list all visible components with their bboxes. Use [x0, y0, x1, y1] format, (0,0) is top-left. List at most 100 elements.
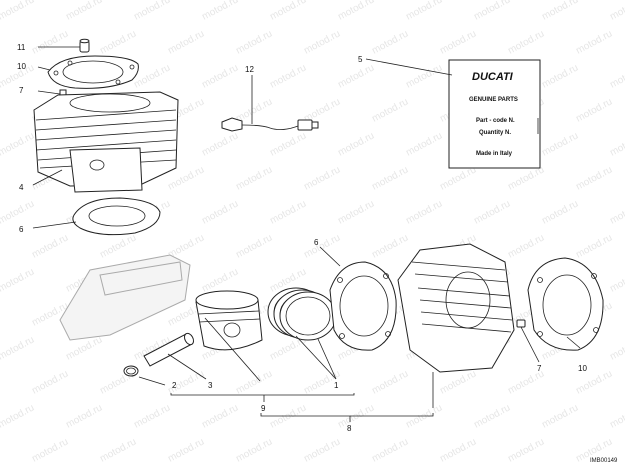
card-made-in: Made in Italy — [476, 151, 513, 157]
watermark-text: motod.ru — [166, 436, 206, 464]
watermark-text: motod.ru — [506, 232, 546, 260]
watermark-text: motod.ru — [472, 198, 512, 226]
watermark-text: motod.ru — [234, 164, 274, 192]
watermark-text: motod.ru — [370, 436, 410, 464]
watermark-text: motod.ru — [608, 402, 625, 430]
watermark-text: motod.ru — [98, 436, 138, 464]
watermark-text: motod.ru — [574, 28, 614, 56]
watermark-text: motod.ru — [200, 402, 240, 430]
callout-11: 11 — [17, 43, 26, 52]
watermark-text: motod.ru — [370, 96, 410, 124]
watermark-text: motod.ru — [506, 28, 546, 56]
callout-7-bottom: 7 — [537, 364, 542, 373]
watermark-text: motod.ru — [574, 164, 614, 192]
watermark-text: motod.ru — [234, 436, 274, 464]
watermark-text: motod.ru — [166, 28, 206, 56]
card-brand: DUCATI — [472, 71, 514, 83]
watermark-text: motod.ru — [608, 0, 625, 23]
watermark-text: motod.ru — [302, 436, 342, 464]
watermark-text: motod.ru — [336, 130, 376, 158]
watermark-text: motod.ru — [404, 0, 444, 23]
watermark-text: motod.ru — [608, 266, 625, 294]
watermark-text: motod.ru — [438, 164, 478, 192]
watermark-text: motod.ru — [336, 62, 376, 90]
callout-5: 5 — [358, 55, 363, 64]
exploded-parts — [123, 243, 604, 377]
watermark-text: motod.ru — [132, 402, 172, 430]
watermark-text: motod.ru — [370, 28, 410, 56]
watermark-text: motod.ru — [302, 164, 342, 192]
watermark-text: motod.ru — [574, 96, 614, 124]
watermark-text: motod.ru — [336, 0, 376, 23]
watermark-text: motod.ru — [64, 0, 104, 23]
callout-2: 2 — [172, 381, 177, 390]
watermark-text: motod.ru — [370, 164, 410, 192]
callout-12: 12 — [245, 65, 254, 74]
watermark-text: motod.ru — [0, 198, 36, 226]
watermark-text: motod.ru — [404, 198, 444, 226]
watermark-text: motod.ru — [608, 130, 625, 158]
card-part-code: Part - code N. — [476, 118, 515, 124]
watermark-text: motod.ru — [0, 266, 36, 294]
watermark-text: motod.ru — [336, 402, 376, 430]
watermark-text: motod.ru — [234, 28, 274, 56]
watermark-text: motod.ru — [0, 402, 36, 430]
leader-lines — [32, 46, 581, 422]
watermark-text: motod.ru — [608, 198, 625, 226]
callout-3: 3 — [208, 381, 213, 390]
watermark-text: motod.ru — [472, 402, 512, 430]
watermark-text: motod.ru — [540, 130, 580, 158]
watermark-text: motod.ru — [268, 198, 308, 226]
watermark-text: motod.ru — [30, 436, 70, 464]
watermark-text: motod.ru — [302, 232, 342, 260]
watermark-text: motod.ru — [0, 334, 36, 362]
watermark-text: motod.ru — [506, 436, 546, 464]
watermark-text: motod.ru — [234, 368, 274, 396]
watermark-text: motod.ru — [200, 62, 240, 90]
watermark-text: motod.ru — [370, 232, 410, 260]
watermark-text: motod.ru — [200, 0, 240, 23]
watermark-text: motod.ru — [132, 0, 172, 23]
diagram-code: IMB00149 — [590, 458, 618, 464]
watermark-text: motod.ru — [98, 28, 138, 56]
callout-1: 1 — [334, 381, 339, 390]
watermark-text: motod.ru — [64, 402, 104, 430]
watermark-text: motod.ru — [540, 62, 580, 90]
watermark-text: motod.ru — [234, 232, 274, 260]
watermark-text: motod.ru — [200, 266, 240, 294]
watermark-text: motod.ru — [506, 164, 546, 192]
callouts: 1 2 3 4 5 6 6 7 7 8 9 10 10 11 12 — [17, 43, 587, 433]
watermark-text: motod.ru — [370, 368, 410, 396]
watermark-text: motod.ru — [302, 28, 342, 56]
watermark-text: motod.ru — [336, 198, 376, 226]
watermark-text: motod.ru — [574, 232, 614, 260]
card-quantity: Quantity N. — [479, 130, 511, 136]
watermark-text: motod.ru — [404, 402, 444, 430]
watermark-text: motod.ru — [30, 28, 70, 56]
callout-10-top: 10 — [17, 62, 26, 71]
callout-10-bottom: 10 — [578, 364, 587, 373]
watermark-text: motod.ru — [268, 130, 308, 158]
watermark-text: motod.ru — [608, 62, 625, 90]
callout-4: 4 — [19, 183, 24, 192]
watermark-text: motod.ru — [30, 368, 70, 396]
genuine-parts-card: DUCATI GENUINE PARTS Part - code N. Quan… — [448, 59, 541, 169]
callout-6-top: 6 — [19, 225, 24, 234]
watermark-text: motod.ru — [404, 62, 444, 90]
watermark-text: motod.ru — [200, 130, 240, 158]
watermark-text: motod.ru — [98, 232, 138, 260]
watermark-text: motod.ru — [0, 0, 36, 23]
callout-6-bottom: 6 — [314, 238, 319, 247]
callout-7-top: 7 — [19, 86, 24, 95]
watermark-text: motod.ru — [608, 334, 625, 362]
card-subtitle: GENUINE PARTS — [469, 97, 518, 103]
watermark-text: motod.ru — [268, 62, 308, 90]
watermark-text: motod.ru — [438, 368, 478, 396]
watermark-text: motod.ru — [438, 436, 478, 464]
watermark-text: motod.ru — [540, 198, 580, 226]
watermark-text: motod.ru — [200, 198, 240, 226]
watermark-text: motod.ru — [30, 232, 70, 260]
cylinder-assembled — [33, 38, 191, 341]
callout-9: 9 — [261, 404, 266, 413]
